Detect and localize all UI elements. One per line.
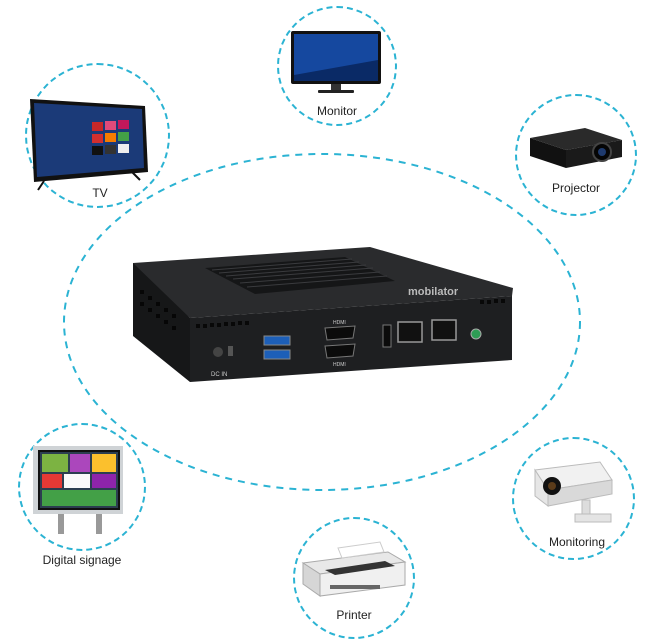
lan-port-2 <box>431 319 457 341</box>
monitor-label: Monitor <box>316 104 357 118</box>
usb-port-bottom <box>263 349 291 360</box>
hdmi-label-top: HDMI <box>333 320 346 326</box>
digital-signage-label: Digital signage <box>42 553 122 567</box>
lan-port-1 <box>397 321 423 343</box>
hdmi-port-top <box>324 325 356 341</box>
tv-label: TV <box>92 186 108 200</box>
projector-label: Projector <box>551 181 601 195</box>
dc-in-label: DC IN <box>211 372 227 378</box>
hdmi-label-bottom: HDMI <box>333 362 346 368</box>
hdmi-port-bottom <box>324 343 356 359</box>
monitoring-label: Monitoring <box>548 535 606 549</box>
printer-label: Printer <box>336 608 372 622</box>
usb-port-top <box>263 335 291 346</box>
dc-in-port <box>213 347 223 357</box>
top-vent-grille <box>205 257 395 294</box>
device-brand: mobilator <box>408 286 459 298</box>
audio-jack <box>470 328 482 340</box>
